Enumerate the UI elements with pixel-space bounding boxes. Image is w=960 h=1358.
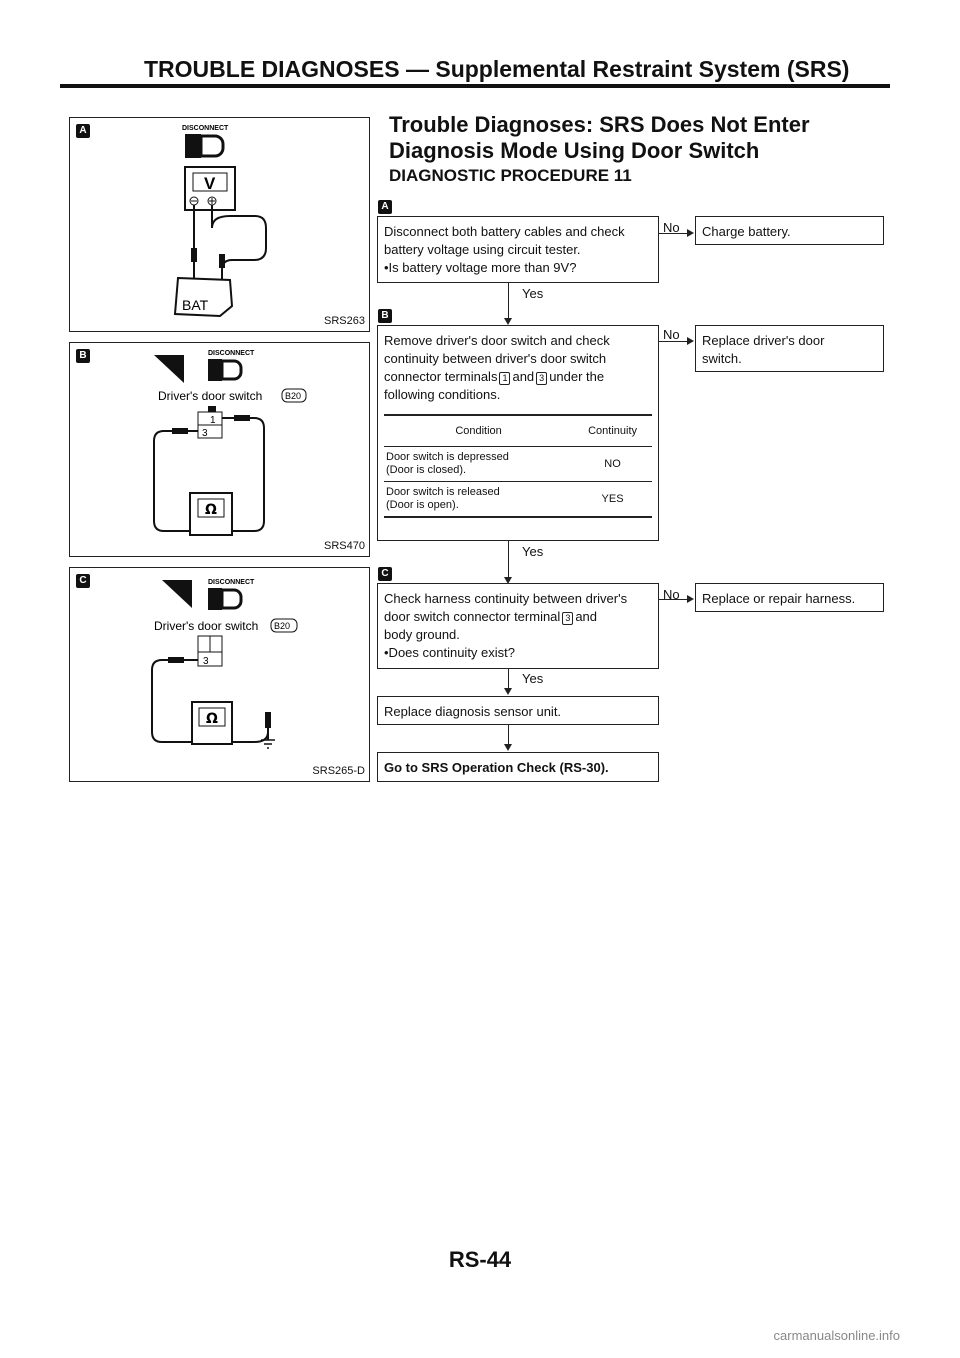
step-c-no-box: Replace or repair harness. xyxy=(695,583,884,612)
step-b-box: Remove driver's door switch and check co… xyxy=(377,325,659,541)
procedure-subheading: DIAGNOSTIC PROCEDURE 11 xyxy=(389,166,632,185)
harness-ground-continuity-diagram: T.S. DISCONNECT Driver's door switch B20… xyxy=(151,579,298,749)
step-text: continuity between driver's door switch xyxy=(384,351,607,366)
connector-line xyxy=(659,341,687,342)
section-heading: Trouble Diagnoses: SRS Does Not Enter Di… xyxy=(389,112,810,164)
svg-text:Driver's door switch: Driver's door switch xyxy=(154,619,258,633)
connector-line xyxy=(508,541,509,578)
column-header: Condition xyxy=(384,414,574,447)
switch-label: Driver's door switch xyxy=(158,389,262,403)
step-text: Check harness continuity between driver'… xyxy=(384,591,628,606)
terminal-3-badge: 3 xyxy=(562,612,574,625)
svg-text:B20: B20 xyxy=(274,621,290,631)
svg-text:1: 1 xyxy=(210,415,216,426)
yes-label: Yes xyxy=(522,544,544,559)
no-label: No xyxy=(663,327,680,342)
figure-code: SRS470 xyxy=(324,540,365,552)
voltmeter-v-label: V xyxy=(204,174,216,193)
step-c-box: Check harness continuity between driver'… xyxy=(377,583,659,669)
connector-line xyxy=(659,599,687,600)
arrow-right-icon xyxy=(687,337,694,345)
column-header: Continuity xyxy=(573,414,652,447)
connector-line xyxy=(508,725,509,745)
yes-label: Yes xyxy=(522,286,544,301)
step-text: following conditions. xyxy=(384,387,501,402)
no-label: No xyxy=(663,587,680,602)
voltmeter-battery-diagram: DISCONNECT V BAT xyxy=(173,125,267,318)
svg-text:DISCONNECT: DISCONNECT xyxy=(208,350,255,357)
battery-icon xyxy=(173,276,234,318)
heading-line-2: Diagnosis Mode Using Door Switch xyxy=(389,138,760,163)
svg-text:T.S.: T.S. xyxy=(172,601,184,608)
svg-text:3: 3 xyxy=(202,428,208,439)
step-a-no-box: Charge battery. xyxy=(695,216,884,245)
step-a-box: Disconnect both battery cables and check… xyxy=(377,216,659,283)
arrow-right-icon xyxy=(687,595,694,603)
terminal-1-badge: 1 xyxy=(499,372,511,385)
arrow-down-icon xyxy=(504,744,512,751)
page-number: RS-44 xyxy=(448,1247,512,1272)
arrow-down-icon xyxy=(504,318,512,325)
figure-a: A DISCONNECT V BAT SRS263 xyxy=(69,117,370,332)
svg-text:3: 3 xyxy=(203,656,209,667)
step-text: body ground. xyxy=(384,627,460,642)
disconnect-label: DISCONNECT xyxy=(182,125,229,132)
step-text: •Is battery voltage more than 9V? xyxy=(384,260,577,275)
terminal-3-badge: 3 xyxy=(536,372,548,385)
flow-tag-b: B xyxy=(378,309,392,323)
table-header-row: Condition Continuity xyxy=(384,414,652,447)
connector-line xyxy=(508,283,509,319)
no-label: No xyxy=(663,220,680,235)
header-rule xyxy=(60,84,890,88)
step-text: Remove driver's door switch and check xyxy=(384,333,610,348)
svg-text:Ω: Ω xyxy=(205,502,217,518)
step-b-no-box: Replace driver's door switch. xyxy=(695,325,884,372)
step-text: Replace diagnosis sensor unit. xyxy=(384,704,562,719)
step-text: Charge battery. xyxy=(702,224,791,239)
svg-text:DISCONNECT: DISCONNECT xyxy=(208,579,255,586)
battery-label: BAT xyxy=(182,297,209,313)
flow-tag-c: C xyxy=(378,567,392,581)
arrow-down-icon xyxy=(504,688,512,695)
step-d-box: Replace diagnosis sensor unit. xyxy=(377,696,659,725)
step-text: Go to SRS Operation Check (RS-30). xyxy=(384,760,609,775)
step-text: Replace driver's door xyxy=(702,333,825,348)
table-row: Door switch is released(Door is open). Y… xyxy=(384,481,652,518)
figure-b: B T.S. DISCONNECT Driver's door switch B… xyxy=(69,342,370,557)
heading-line-1: Trouble Diagnoses: SRS Does Not Enter xyxy=(389,112,810,137)
arrow-right-icon xyxy=(687,229,694,237)
figure-tag: B xyxy=(76,349,90,363)
figure-tag: C xyxy=(76,574,90,588)
connector-line xyxy=(508,669,509,689)
svg-text:B20: B20 xyxy=(285,391,301,401)
step-text: battery voltage using circuit tester. xyxy=(384,242,581,257)
condition-table: Condition Continuity Door switch is depr… xyxy=(384,414,652,518)
arrow-down-icon xyxy=(504,577,512,584)
page-header: TROUBLE DIAGNOSES — Supplemental Restrai… xyxy=(60,22,890,90)
page-section-title: TROUBLE DIAGNOSES — Supplemental Restrai… xyxy=(144,56,850,82)
connector-line xyxy=(659,233,687,234)
connector-icon xyxy=(185,134,225,158)
step-text: switch. xyxy=(702,351,742,366)
svg-text:T.S.: T.S. xyxy=(164,376,176,383)
figure-tag: A xyxy=(76,124,90,138)
ts-icon xyxy=(154,355,184,383)
figure-code: SRS265-D xyxy=(312,765,365,777)
step-text: •Does continuity exist? xyxy=(384,645,516,660)
step-text: Disconnect both battery cables and check xyxy=(384,224,625,239)
yes-label: Yes xyxy=(522,671,544,686)
figure-c: C T.S. DISCONNECT Driver's door switch B… xyxy=(69,567,370,782)
watermark: carmanualsonline.info xyxy=(773,1328,900,1343)
svg-text:Ω: Ω xyxy=(206,711,218,727)
step-text: Replace or repair harness. xyxy=(702,591,856,606)
figure-code: SRS263 xyxy=(324,315,365,327)
door-switch-continuity-diagram: T.S. DISCONNECT Driver's door switch B20… xyxy=(153,350,307,536)
flow-tag-a: A xyxy=(378,200,392,214)
step-e-box: Go to SRS Operation Check (RS-30). xyxy=(377,752,659,782)
table-row: Door switch is depressed(Door is closed)… xyxy=(384,446,652,482)
